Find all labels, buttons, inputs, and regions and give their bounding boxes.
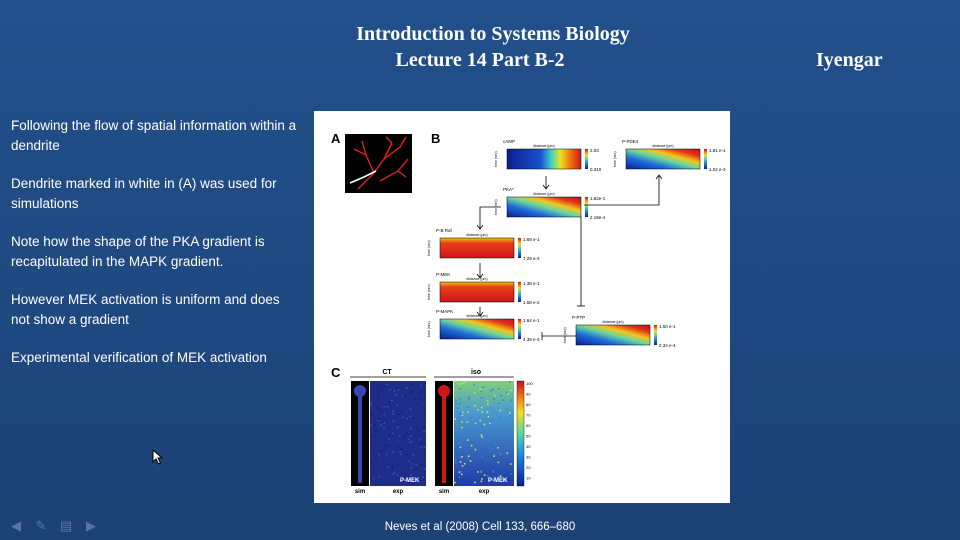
colorbar-tick-label: 70	[526, 413, 531, 418]
panel-c-ct-label: CT	[382, 369, 392, 376]
iso-exp-panel	[454, 381, 514, 486]
heatmap-title: P-MEK	[436, 272, 450, 277]
panel-c-label: C	[331, 365, 341, 380]
slides-icon[interactable]: ▤	[59, 518, 73, 533]
heatmap-xlabel: distance (µm)	[466, 314, 487, 318]
dendrite-branches	[353, 136, 409, 190]
bullet-item: Following the flow of spatial informatio…	[11, 118, 297, 153]
bullet-item: However MEK activation is uniform and do…	[11, 292, 280, 327]
bullet-item: Note how the shape of the PKA gradient i…	[11, 234, 265, 269]
heatmap-colorbar	[654, 325, 657, 345]
colorbar-tick-label: 40	[526, 444, 531, 449]
heatmap-min-value: 2.19e-4	[590, 215, 606, 220]
author-name: Iyengar	[816, 49, 883, 71]
heatmap-title: P-B Raf	[436, 228, 453, 233]
bullet-list: Following the flow of spatial informatio…	[11, 116, 301, 387]
heatmap-xlabel: distance (µm)	[533, 192, 554, 196]
ct-exp-label: exp	[393, 489, 404, 495]
heatmap-ylabel: time (sec)	[427, 321, 431, 336]
heatmap-colorbar	[518, 238, 521, 258]
heatmap-title: P-PTP	[572, 315, 585, 320]
back-arrow-icon[interactable]: ◀	[11, 518, 21, 533]
colorbar-ticks: 100 90 80 70 60 50 40 30 20 10	[526, 381, 533, 481]
dendrite-image	[345, 134, 412, 193]
heatmap-colorbar	[704, 149, 707, 169]
heatmap-group: cAMP distance (µm) 2.03 0.310 time (sec) P-PD…	[427, 139, 726, 348]
colorbar-tick-label: 90	[526, 392, 531, 397]
ct-exp-panel	[370, 381, 426, 486]
citation: Neves et al (2008) Cell 133, 666–680	[384, 521, 576, 533]
forward-arrow-icon[interactable]: ▶	[86, 518, 96, 533]
ct-sim-label: sim	[355, 489, 365, 495]
heatmap-min-value: 2.34 e-4	[659, 343, 676, 348]
heatmap-max-value: 1.68 e-1	[523, 237, 540, 242]
heatmap-max-value: 1.64 e-1	[523, 318, 540, 323]
heatmap-xlabel: distance (µm)	[466, 233, 487, 237]
heatmap-min-value: 4.39 e-3	[523, 337, 540, 342]
heatmap-colorbar	[585, 197, 588, 217]
heatmap-p-mek	[439, 281, 515, 303]
heatmap-title: cAMP	[503, 139, 515, 144]
iso-pmek-label: P-MEK	[488, 478, 508, 484]
colorbar-tick-label: 30	[526, 455, 531, 460]
ct-pmek-label: P-MEK	[400, 478, 420, 484]
bullet-item: Experimental verification of MEK activat…	[11, 350, 267, 365]
heatmap-min-value: 1.58 e-2	[523, 300, 540, 305]
pen-icon[interactable]: ✎	[35, 518, 47, 533]
heatmap-colorbar	[518, 282, 521, 302]
heatmap-p-b-raf	[439, 237, 515, 259]
bullet-item: Dendrite marked in white in (A) was used…	[11, 176, 277, 211]
figure-image: A B cAMP distance (µm) 2.03 0.310 time (sec)…	[314, 111, 730, 503]
heatmap-p-ptp	[575, 324, 651, 346]
heatmap-title: PKA*	[503, 187, 514, 192]
colorbar-tick-label: 10	[526, 476, 531, 481]
heatmap-max-value: 1.50 e-1	[659, 324, 676, 329]
iso-exp-label: exp	[479, 489, 490, 495]
mouse-pointer-icon	[152, 449, 164, 465]
heatmap-xlabel: distance (µm)	[652, 144, 673, 148]
heatmap-max-value: 1.82e-1	[590, 196, 606, 201]
exp-texture	[370, 381, 513, 485]
panel-a-label: A	[331, 131, 341, 146]
heatmap-max-value: 1.38 e-1	[523, 281, 540, 286]
iso-sim-label: sim	[439, 489, 449, 495]
slide-title-line1: Introduction to Systems Biology	[356, 23, 630, 45]
panel-c-iso-label: iso	[471, 369, 481, 376]
heatmap-ylabel: time (sec)	[427, 284, 431, 299]
heatmap-ylabel: time (sec)	[563, 327, 567, 342]
colorbar-tick-label: 50	[526, 434, 531, 439]
colorbar-tick-label: 20	[526, 465, 531, 470]
simulated-dendrite	[349, 170, 377, 184]
heatmap-xlabel: distance (µm)	[602, 320, 623, 324]
heatmap-ylabel: time (sec)	[494, 151, 498, 166]
heatmap-p-pde4	[625, 148, 701, 170]
panel-c-colorbar	[516, 380, 525, 487]
heatmap-min-value: 7.29 e-3	[523, 256, 540, 261]
heatmap-xlabel: distance (µm)	[533, 144, 554, 148]
heatmap-max-value: 1.81 e-1	[709, 148, 726, 153]
heatmap-camp	[506, 148, 582, 170]
heatmap-xlabel: distance (µm)	[466, 277, 487, 281]
slide-title-line2: Lecture 14 Part B-2	[395, 49, 565, 71]
pathway-arrows	[476, 174, 663, 340]
heatmap-min-value: 0.310	[590, 167, 602, 172]
heatmap-colorbar	[585, 149, 588, 169]
colorbar-tick-label: 100	[526, 381, 533, 386]
heatmap-pka-	[506, 196, 582, 218]
heatmap-p-mapk	[439, 318, 515, 340]
heatmap-title: P-MAPK	[436, 309, 453, 314]
heatmap-ylabel: time (sec)	[613, 151, 617, 166]
heatmap-max-value: 2.03	[590, 148, 599, 153]
heatmap-min-value: 1.02 e-3	[709, 167, 726, 172]
heatmap-title: P-PDE4	[622, 139, 639, 144]
colorbar-tick-label: 60	[526, 423, 531, 428]
heatmap-ylabel: time (sec)	[427, 240, 431, 255]
slide-nav-controls[interactable]: ◀ ✎ ▤ ▶	[8, 519, 99, 533]
panel-b-label: B	[431, 131, 440, 146]
heatmap-colorbar	[518, 319, 521, 339]
colorbar-tick-label: 80	[526, 402, 531, 407]
